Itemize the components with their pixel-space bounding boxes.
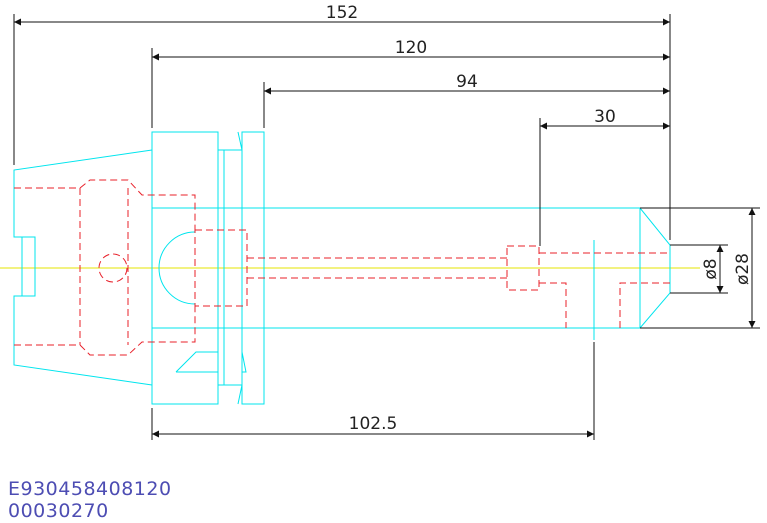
part-code-1: E930458408120	[8, 478, 172, 500]
dimension-label-30: 30	[594, 107, 616, 127]
dimension-label-102-5: 102.5	[349, 414, 398, 434]
dimension-label-152: 152	[326, 3, 358, 23]
dimension-label-120: 120	[395, 38, 427, 58]
hidden-lines	[14, 179, 670, 356]
dimension-label-dia-8: ø8	[701, 258, 721, 279]
flange-outline	[151, 131, 265, 405]
dimension-label-dia-28: ø28	[733, 253, 753, 285]
body-outline	[264, 207, 671, 340]
extension-lines	[13, 14, 760, 440]
dimension-label-94: 94	[456, 72, 478, 92]
part-code-2: 00030270	[8, 500, 109, 522]
taper-shank-outline	[13, 149, 153, 386]
